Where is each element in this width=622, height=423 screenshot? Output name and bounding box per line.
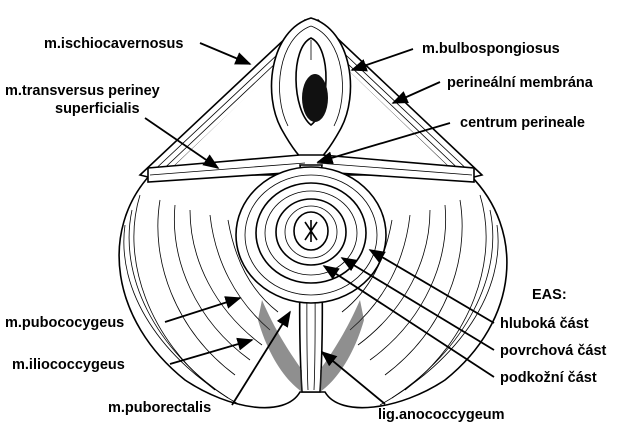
label-bulbospongiosus: m.bulbospongiosus bbox=[422, 41, 560, 57]
label-anococcygeum: lig.anococcygeum bbox=[378, 407, 505, 423]
label-eas-heading: EAS: bbox=[532, 287, 567, 303]
label-centrum-perineale: centrum perineale bbox=[460, 115, 585, 131]
label-perinealni-membrana: perineální membrána bbox=[447, 75, 594, 91]
arrow-perinealni-membrana bbox=[393, 82, 440, 103]
external-anal-sphincter bbox=[236, 167, 386, 303]
label-transversus-line2: superficialis bbox=[55, 101, 140, 117]
label-eas-hluboka: hluboká část bbox=[500, 316, 589, 332]
label-eas-povrchova: povrchová část bbox=[500, 343, 607, 359]
label-iliococcygeus: m.iliococcygeus bbox=[12, 357, 125, 373]
label-ischiocavernosus: m.ischiocavernosus bbox=[44, 36, 183, 52]
arrow-ischiocavernosus bbox=[200, 43, 250, 64]
label-puborectalis: m.puborectalis bbox=[108, 400, 211, 416]
arrow-bulbospongiosus bbox=[352, 49, 413, 70]
label-eas-podkozni: podkožní část bbox=[500, 370, 597, 386]
label-transversus-line1: m.transversus periney bbox=[5, 83, 160, 99]
label-pubococcygeus: m.pubococygeus bbox=[5, 315, 124, 331]
